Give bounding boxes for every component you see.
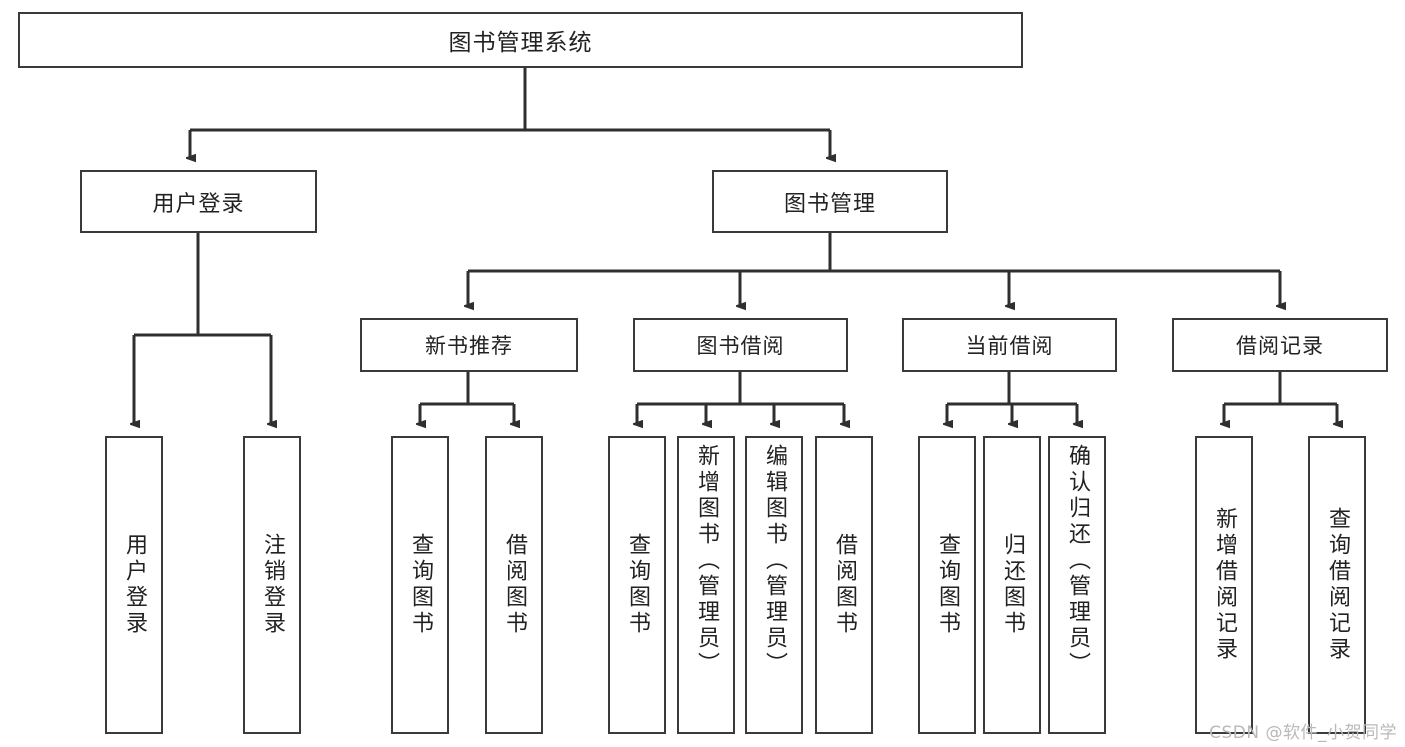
- leaf-label: 查询图书: [408, 533, 433, 637]
- leaf-borrow-record-query[interactable]: 查询借阅记录: [1308, 436, 1366, 734]
- leaf-current-borrow-confirm-return[interactable]: 确认归还（管理员）: [1048, 436, 1106, 734]
- node-new-book-recommend[interactable]: 新书推荐: [360, 318, 578, 372]
- leaf-current-borrow-return[interactable]: 归还图书: [983, 436, 1041, 734]
- node-root-label: 图书管理系统: [448, 30, 593, 56]
- watermark: CSDN @软件_小贺同学: [1209, 723, 1397, 743]
- node-new-book-recommend-label: 新书推荐: [425, 334, 513, 358]
- leaf-label: 借阅图书: [502, 533, 527, 637]
- leaf-label: 新增借阅记录: [1212, 507, 1237, 663]
- leaf-book-borrow-borrow[interactable]: 借阅图书: [815, 436, 873, 734]
- leaf-label: 确认归还（管理员）: [1065, 444, 1090, 678]
- leaf-borrow-record-add[interactable]: 新增借阅记录: [1195, 436, 1253, 734]
- node-borrow-record[interactable]: 借阅记录: [1172, 318, 1388, 372]
- node-current-borrow-label: 当前借阅: [965, 334, 1054, 358]
- node-book-borrow-label: 图书借阅: [696, 334, 785, 358]
- leaf-user-login-logout[interactable]: 注销登录: [243, 436, 301, 734]
- leaf-new-book-borrow[interactable]: 借阅图书: [485, 436, 543, 734]
- leaf-user-login-login[interactable]: 用户登录: [105, 436, 163, 734]
- leaf-label: 用户登录: [122, 533, 147, 637]
- node-book-borrow[interactable]: 图书借阅: [633, 318, 848, 372]
- leaf-label: 借阅图书: [832, 533, 857, 637]
- leaf-label: 归还图书: [1000, 533, 1025, 637]
- leaf-label: 编辑图书（管理员）: [762, 444, 787, 678]
- leaf-book-borrow-query[interactable]: 查询图书: [608, 436, 666, 734]
- leaf-book-borrow-add[interactable]: 新增图书（管理员）: [677, 436, 735, 734]
- leaf-new-book-query[interactable]: 查询图书: [391, 436, 449, 734]
- node-current-borrow[interactable]: 当前借阅: [902, 318, 1117, 372]
- node-book-manage-label: 图书管理: [783, 191, 876, 217]
- leaf-book-borrow-edit[interactable]: 编辑图书（管理员）: [745, 436, 803, 734]
- node-book-manage[interactable]: 图书管理: [712, 170, 948, 233]
- leaf-label: 注销登录: [260, 533, 285, 637]
- node-borrow-record-label: 借阅记录: [1236, 334, 1324, 358]
- leaf-label: 查询图书: [935, 533, 960, 637]
- node-user-login[interactable]: 用户登录: [80, 170, 317, 233]
- node-root[interactable]: 图书管理系统: [18, 12, 1023, 68]
- leaf-label: 新增图书（管理员）: [694, 444, 719, 678]
- leaf-current-borrow-query[interactable]: 查询图书: [918, 436, 976, 734]
- node-user-login-label: 用户登录: [152, 191, 245, 217]
- leaf-label: 查询借阅记录: [1325, 507, 1350, 663]
- leaf-label: 查询图书: [625, 533, 650, 637]
